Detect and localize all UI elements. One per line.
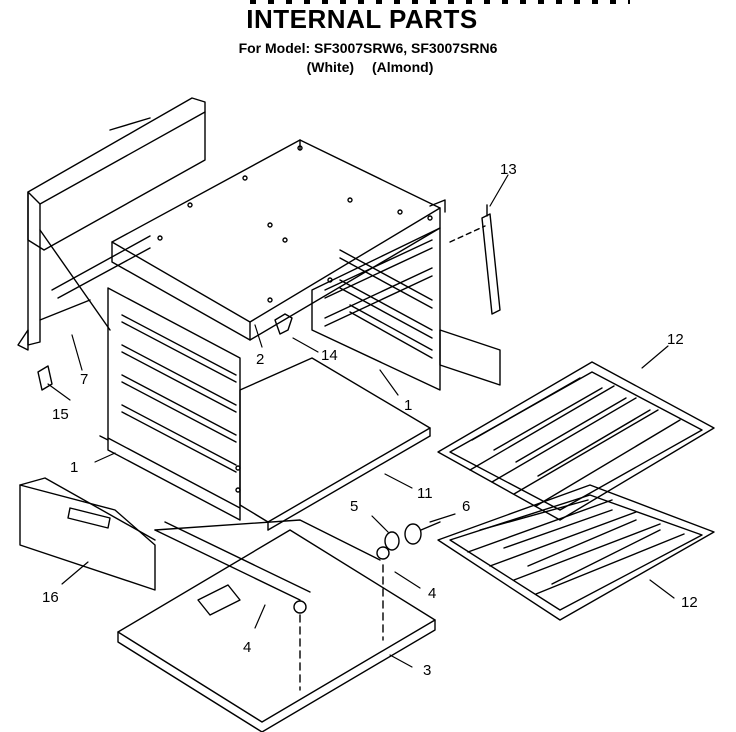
part-16-front-trim <box>19 477 156 591</box>
callout-2: 2 <box>256 351 264 368</box>
top-edge-strip <box>250 0 630 4</box>
part-15-clip <box>37 365 53 391</box>
callout-16: 16 <box>42 589 59 606</box>
callout-11: 11 <box>417 485 433 502</box>
callout-leaders <box>47 174 675 668</box>
callout-7: 7 <box>80 371 88 388</box>
model-line: For Model: SF3007SRW6, SF3007SRN6 <box>238 40 498 56</box>
part-14-clip <box>274 313 293 335</box>
variant-white: (White) <box>306 59 355 75</box>
callout-14: 14 <box>321 347 338 364</box>
callout-3: 3 <box>423 662 431 679</box>
callout-5: 5 <box>350 498 358 515</box>
part-13-bracket <box>449 204 501 315</box>
callout-1-left: 1 <box>70 459 78 476</box>
part-1-right-side-wall <box>311 227 501 391</box>
part-12-lower-rack <box>437 484 715 621</box>
color-variants: (White) (Almond) <box>130 59 610 75</box>
callout-6: 6 <box>462 498 470 515</box>
part-11-oven-bottom <box>239 357 431 531</box>
part-12-upper-rack <box>437 361 715 521</box>
part-3-base-pan <box>117 519 436 732</box>
part-7-side-panel <box>17 97 206 351</box>
callout-15: 15 <box>52 406 69 423</box>
variant-almond: (Almond) <box>371 59 434 75</box>
callout-12-lower: 12 <box>681 594 698 611</box>
callout-1-right: 1 <box>404 397 412 414</box>
page-title: INTERNAL PARTS <box>246 4 478 34</box>
callout-12-upper: 12 <box>667 331 684 348</box>
part-1-left-side-wall <box>99 287 241 521</box>
callout-4-left: 4 <box>243 639 251 656</box>
callout-4-right: 4 <box>428 585 436 602</box>
callout-13: 13 <box>500 161 517 178</box>
part-5-6-fastener <box>384 521 441 551</box>
